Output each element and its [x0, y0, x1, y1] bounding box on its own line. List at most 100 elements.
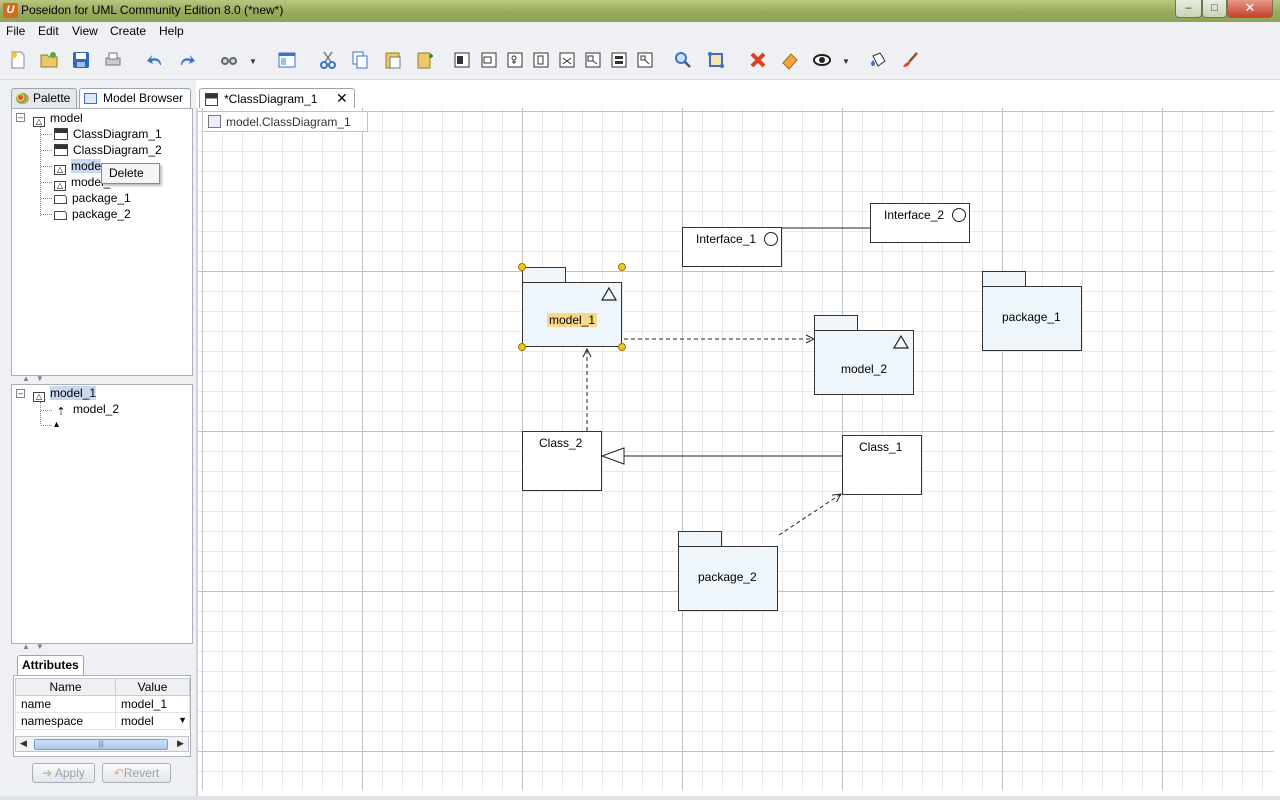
- diagram-state-icon[interactable]: [582, 49, 604, 71]
- print-icon[interactable]: [102, 49, 124, 71]
- table-row[interactable]: name model_1: [15, 695, 190, 713]
- class-1-label: Class_1: [859, 440, 903, 454]
- tab-classdiagram-1[interactable]: *ClassDiagram_1 ✕: [199, 88, 355, 109]
- dropdown-arrow-icon[interactable]: ▼: [249, 57, 257, 66]
- tree-item-label: model_2: [73, 402, 120, 416]
- dependency-tree: [11, 384, 193, 644]
- redo-icon[interactable]: [176, 49, 198, 71]
- diagram-usecase-icon[interactable]: [504, 49, 526, 71]
- tree-item-classdiagram-2[interactable]: ClassDiagram_2: [54, 142, 162, 158]
- cut-icon[interactable]: [317, 49, 339, 71]
- delete-icon[interactable]: [747, 49, 769, 71]
- model-icon: △: [54, 165, 66, 175]
- package-1-node[interactable]: package_1: [982, 286, 1082, 351]
- apply-button[interactable]: ➔ Apply: [32, 763, 95, 783]
- tree-item-package-1[interactable]: package_1: [54, 190, 131, 206]
- tree-item-model[interactable]: △model: [33, 110, 83, 127]
- diagram-activity-icon[interactable]: [608, 49, 630, 71]
- minimize-button[interactable]: –: [1175, 0, 1202, 18]
- paste-icon[interactable]: [382, 49, 404, 71]
- apply-button-label: Apply: [54, 766, 85, 780]
- selection-handle[interactable]: [618, 343, 626, 351]
- class-1-node[interactable]: Class_1: [842, 435, 922, 495]
- diagram-package-icon[interactable]: [478, 49, 500, 71]
- eye-icon[interactable]: [811, 49, 833, 71]
- menu-help[interactable]: Help: [159, 24, 184, 38]
- menu-create[interactable]: Create: [110, 24, 147, 38]
- diagram-canvas[interactable]: model.ClassDiagram_1 Interface_1 Interfa…: [198, 108, 1274, 790]
- tab-label: *ClassDiagram_1: [224, 92, 318, 106]
- undo-icon[interactable]: [144, 49, 166, 71]
- close-window-button[interactable]: ✕: [1227, 0, 1273, 18]
- diagram-collab-icon[interactable]: [556, 49, 578, 71]
- close-tab-icon[interactable]: ✕: [336, 90, 348, 106]
- attribute-value: model: [121, 714, 154, 728]
- eraser-icon[interactable]: [779, 49, 801, 71]
- attribute-value-select[interactable]: model ▼: [115, 712, 190, 730]
- tree-item-model-2[interactable]: △model_: [54, 174, 110, 191]
- class-2-label: Class_2: [539, 436, 583, 450]
- selection-handle[interactable]: [618, 263, 626, 271]
- model-2-node[interactable]: model_2: [814, 330, 914, 395]
- tree-item-label: package_2: [72, 207, 131, 221]
- tree2-item-model-2[interactable]: ⇡model_2: [54, 401, 120, 418]
- model-1-label[interactable]: model_1: [547, 313, 598, 327]
- collapse-toggle[interactable]: –: [16, 388, 25, 398]
- eye-dropdown-arrow-icon[interactable]: ▼: [842, 57, 850, 66]
- binoculars-icon[interactable]: [218, 49, 240, 71]
- diagram-class-icon[interactable]: [451, 49, 473, 71]
- tab-model-browser[interactable]: Model Browser: [79, 88, 191, 108]
- scroll-thumb[interactable]: |||: [34, 739, 168, 750]
- splitter-arrows-icon[interactable]: ▲▼: [22, 374, 50, 383]
- collapse-toggle[interactable]: –: [16, 112, 25, 122]
- dependency-package2-class1[interactable]: [778, 494, 841, 536]
- menu-view[interactable]: View: [72, 24, 98, 38]
- zoom-100-icon[interactable]: [672, 49, 694, 71]
- chevron-down-icon[interactable]: ▼: [178, 715, 187, 725]
- fit-icon[interactable]: [705, 49, 727, 71]
- tab-attributes[interactable]: Attributes: [17, 655, 84, 675]
- tab-palette[interactable]: Palette: [11, 88, 77, 108]
- menu-file[interactable]: File: [6, 24, 26, 38]
- tree-item-package-2[interactable]: package_2: [54, 206, 131, 222]
- class-2-node[interactable]: Class_2: [522, 431, 602, 491]
- selection-handle[interactable]: [518, 263, 526, 271]
- horizontal-scrollbar[interactable]: ◀ ||| ▶: [15, 736, 189, 752]
- package-1-label: package_1: [1002, 310, 1061, 324]
- diagram-sequence-icon[interactable]: [530, 49, 552, 71]
- table-row[interactable]: namespace model▼: [15, 712, 190, 730]
- save-icon[interactable]: [70, 49, 92, 71]
- tree-item-model-1[interactable]: △mode: [54, 158, 102, 175]
- tree2-item-model-1[interactable]: △model_1: [33, 385, 97, 402]
- interface-2-node[interactable]: Interface_2: [870, 203, 970, 243]
- diagram-canvas-area[interactable]: model.ClassDiagram_1 Interface_1 Interfa…: [196, 108, 1280, 800]
- open-folder-icon[interactable]: [38, 49, 60, 71]
- maximize-button[interactable]: □: [1202, 0, 1227, 18]
- context-menu-delete[interactable]: Delete: [109, 166, 144, 180]
- package-2-node[interactable]: package_2: [678, 546, 778, 611]
- revert-button[interactable]: ↶Revert: [102, 763, 171, 783]
- splitter-arrows-icon[interactable]: ▲▼: [22, 642, 50, 651]
- new-document-icon[interactable]: [7, 49, 29, 71]
- layout-icon[interactable]: [276, 49, 298, 71]
- paste-add-icon[interactable]: [414, 49, 436, 71]
- copy-icon[interactable]: [349, 49, 371, 71]
- diagram-icon: [54, 144, 68, 156]
- tree-item-classdiagram-1[interactable]: ClassDiagram_1: [54, 126, 162, 142]
- tree-guide-line: [40, 126, 41, 216]
- diagram-deploy-icon[interactable]: [634, 49, 656, 71]
- scroll-right-icon[interactable]: ▶: [177, 738, 184, 748]
- tree-item-label: ClassDiagram_2: [73, 143, 162, 157]
- scroll-left-icon[interactable]: ◀: [20, 738, 27, 748]
- selection-handle[interactable]: [518, 343, 526, 351]
- brush-icon[interactable]: [899, 49, 921, 71]
- interface-1-node[interactable]: Interface_1: [682, 227, 782, 267]
- diagram-icon: [208, 115, 221, 128]
- tree-guide-line: [41, 214, 52, 215]
- model-1-node[interactable]: model_1: [522, 282, 622, 347]
- menu-edit[interactable]: Edit: [38, 24, 59, 38]
- attribute-value[interactable]: model_1: [115, 695, 190, 713]
- model-browser-icon: [84, 93, 97, 104]
- paint-bucket-icon[interactable]: [867, 49, 889, 71]
- diagram-icon: [54, 128, 68, 140]
